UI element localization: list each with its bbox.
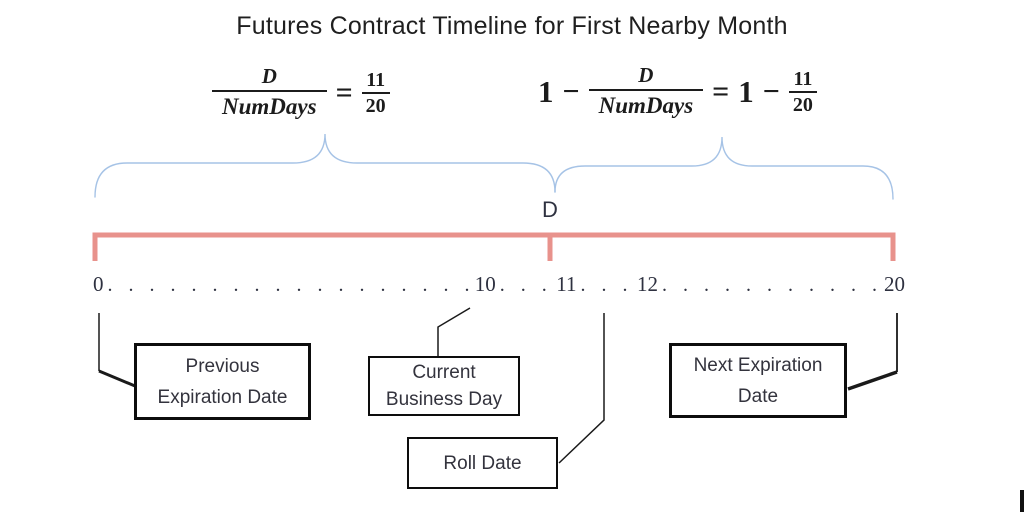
number-one: 1 — [538, 74, 554, 109]
fraction-11-20: 11 20 — [361, 68, 390, 118]
connector-previous-expiration-diagonal — [98, 369, 136, 388]
tick-label-11: 11 — [556, 272, 577, 296]
page-title: Futures Contract Timeline for First Near… — [236, 12, 788, 40]
current-business-day-box: Current Business Day — [368, 356, 520, 416]
equals-sign: = — [335, 76, 353, 109]
formula-fraction-right: 1 − D NumDays = 1 − 11 20 — [538, 60, 817, 124]
red-timeline-bracket — [92, 232, 896, 261]
fraction-denominator: NumDays — [212, 90, 327, 120]
tick-label-12: 12 — [637, 272, 659, 296]
box-label-line: Roll Date — [443, 452, 522, 474]
minus-sign: − — [762, 75, 780, 108]
left-curly-brace — [94, 133, 556, 198]
box-label-line: Previous — [185, 355, 260, 377]
box-label-line: Date — [737, 385, 779, 407]
fraction-numerator: D — [261, 64, 277, 89]
box-label-line: Business Day — [385, 389, 503, 410]
connector-next-expiration-diagonal — [847, 370, 898, 391]
dotted-segment: . . . — [499, 274, 553, 296]
fraction-numerator: 11 — [793, 67, 813, 90]
fraction-d-numdays: D NumDays — [588, 63, 704, 120]
tick-label-20: 20 — [884, 272, 905, 296]
fraction-numerator: D — [638, 63, 654, 88]
fraction-denominator: 20 — [788, 90, 817, 117]
box-label-line: Next Expiration — [693, 354, 823, 376]
tick-label-0: 0 — [93, 272, 104, 296]
fraction-denominator: 20 — [361, 91, 390, 118]
d-segment-label: D — [542, 197, 558, 222]
connector-current-business-day — [437, 307, 471, 356]
previous-expiration-date-box: Previous Expiration Date — [134, 343, 311, 420]
next-expiration-date-box: Next Expiration Date — [669, 343, 847, 418]
roll-date-box: Roll Date — [407, 437, 558, 489]
box-label-line: Expiration Date — [157, 386, 288, 408]
fraction-numerator: 11 — [366, 68, 386, 91]
number-one: 1 — [738, 74, 754, 109]
fraction-d-numdays: D NumDays — [212, 65, 327, 121]
fraction-denominator: NumDays — [588, 89, 704, 119]
dotted-segment: . . . . . . . . . . . . . . . . . . . . … — [662, 274, 884, 296]
dotted-segment: . . . — [580, 274, 634, 296]
formula-fraction-left: D NumDays = 11 20 — [212, 62, 390, 124]
right-curly-brace — [554, 136, 894, 200]
box-label-line: Current — [412, 362, 476, 383]
fraction-11-20: 11 20 — [788, 67, 817, 117]
screen-edge-artifact — [1020, 490, 1024, 512]
dotted-segment: . . . . . . . . . . . . . . . . . . . . … — [107, 274, 475, 296]
minus-sign: − — [562, 75, 580, 108]
tick-label-10: 10 — [474, 272, 496, 296]
equals-sign: = — [712, 75, 730, 108]
timeline-axis: 0 . . . . . . . . . . . . . . . . . . . … — [93, 272, 905, 297]
connector-roll-date — [558, 313, 605, 464]
